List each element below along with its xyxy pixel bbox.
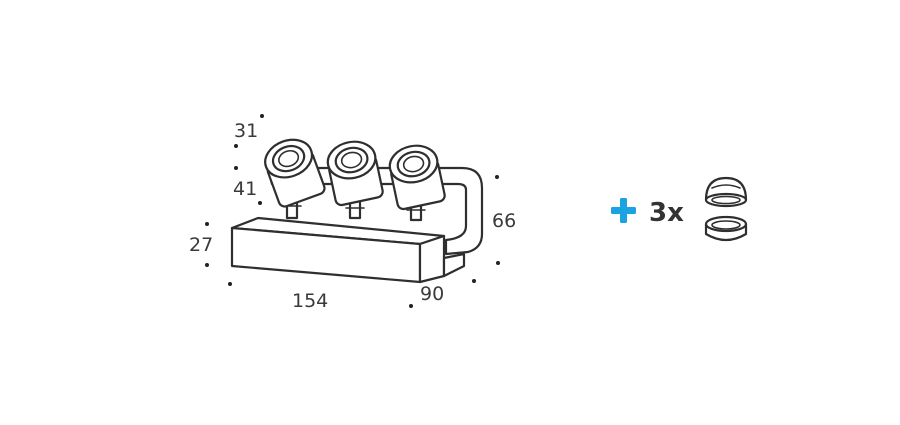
dim-depth: 90 xyxy=(420,283,444,305)
accessory-quantity: 3x xyxy=(649,198,684,228)
lens-ring-icon xyxy=(704,215,748,242)
accessory-group: 3x xyxy=(611,176,748,242)
spotlight-1 xyxy=(264,138,326,208)
spotlight-3 xyxy=(388,144,446,211)
dim-total-height: 66 xyxy=(492,210,516,232)
dim-spot-height: 41 xyxy=(233,178,257,200)
base-box xyxy=(230,216,466,284)
fixture-drawing xyxy=(230,138,484,284)
dimension-labels: 31 41 27 154 90 66 xyxy=(189,120,516,312)
dome-lens-icon xyxy=(704,176,748,208)
dim-length: 154 xyxy=(292,290,328,312)
dimension-markers xyxy=(205,114,500,308)
dim-base-height: 27 xyxy=(189,234,213,256)
dim-lens-height: 31 xyxy=(234,120,258,142)
spotlight-2 xyxy=(326,140,384,207)
plus-icon xyxy=(611,198,636,223)
